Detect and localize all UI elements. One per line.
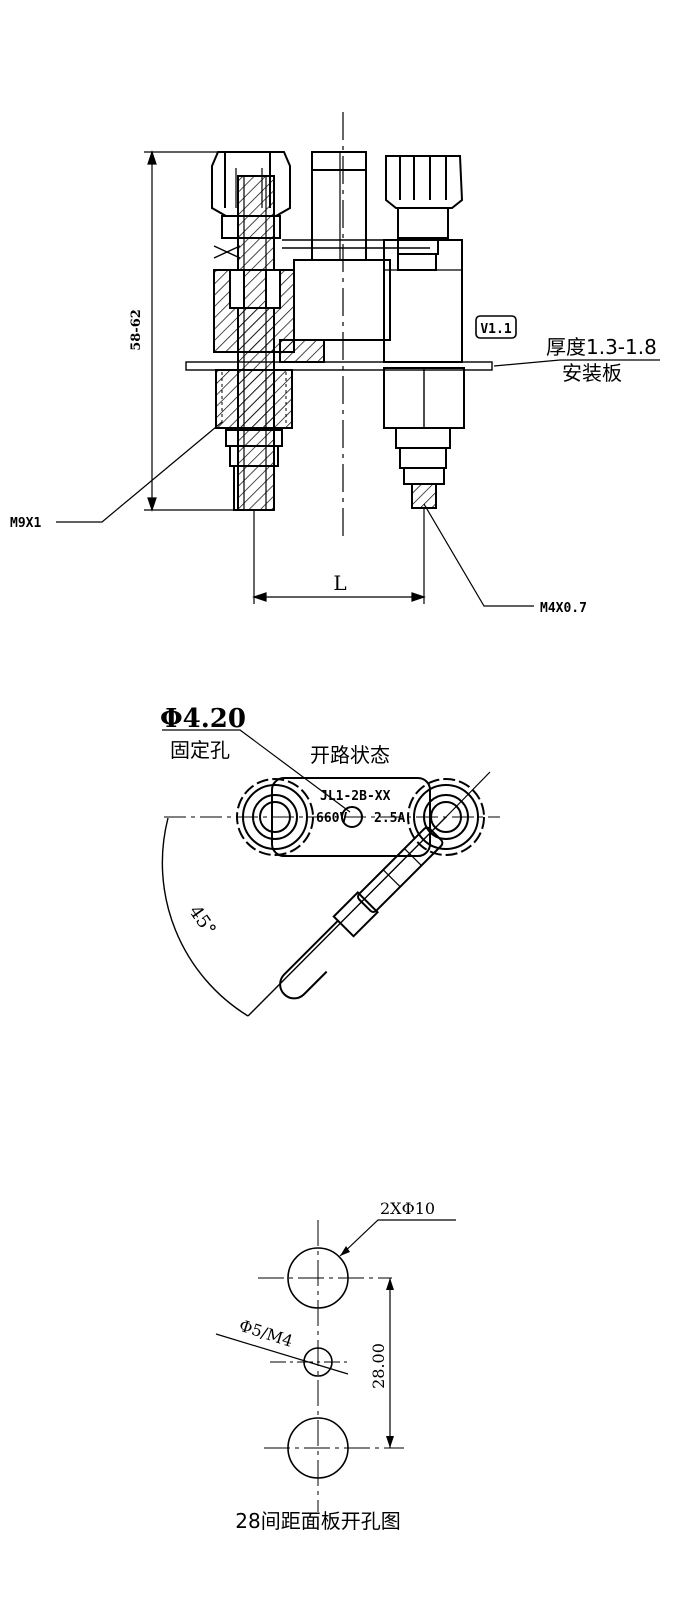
thread-right-label: M4X0.7	[540, 601, 587, 616]
small-hole-label: Φ5/M4	[237, 1316, 295, 1351]
upper-hole	[287, 1247, 349, 1309]
dim-length-text: L	[333, 571, 346, 595]
cutout-view	[215, 1219, 456, 1512]
leader-small-hole	[215, 1333, 349, 1375]
hole-label: 固定孔	[170, 738, 230, 762]
thickness-label: 厚度1.3-1.8	[546, 335, 657, 359]
panel-label: 安装板	[562, 361, 622, 385]
leader-big-hole	[339, 1219, 456, 1257]
leader-m4	[423, 503, 534, 607]
angle-arc	[161, 817, 249, 1017]
open-lever	[279, 826, 444, 1000]
height-dimension	[144, 150, 236, 512]
leader-m9	[56, 421, 223, 523]
angle-label: 45°	[184, 902, 220, 940]
length-dimension	[252, 508, 426, 604]
cutout-caption: 28间距面板开孔图	[235, 1509, 400, 1533]
lower-hole	[287, 1417, 349, 1479]
version-tag: V1.1	[480, 322, 511, 337]
leader-fixing-hole	[162, 729, 351, 813]
plate-current-text: 2.5A	[374, 811, 405, 826]
state-label: 开路状态	[310, 743, 390, 767]
angle-ray	[247, 816, 447, 1017]
dim-height-text: 58-62	[129, 309, 144, 351]
plate-model-text: JL1-2B-XX	[320, 789, 391, 804]
version-tag-box	[475, 315, 517, 339]
middle-clip	[282, 151, 430, 341]
spacing-label: 28.00	[369, 1343, 388, 1389]
thread-left-label: M9X1	[10, 516, 41, 531]
leader-thickness	[493, 359, 660, 367]
right-connector	[383, 155, 465, 509]
left-connector	[211, 151, 325, 511]
big-hole-label: 2XΦ10	[380, 1199, 435, 1218]
top-view	[161, 729, 500, 1017]
middle-hole	[303, 1347, 333, 1377]
hole-dia-label: Φ4.20	[160, 704, 246, 734]
mounting-panel	[185, 361, 493, 371]
side-view	[56, 112, 660, 607]
plate-volt-text: 660V	[316, 811, 347, 826]
